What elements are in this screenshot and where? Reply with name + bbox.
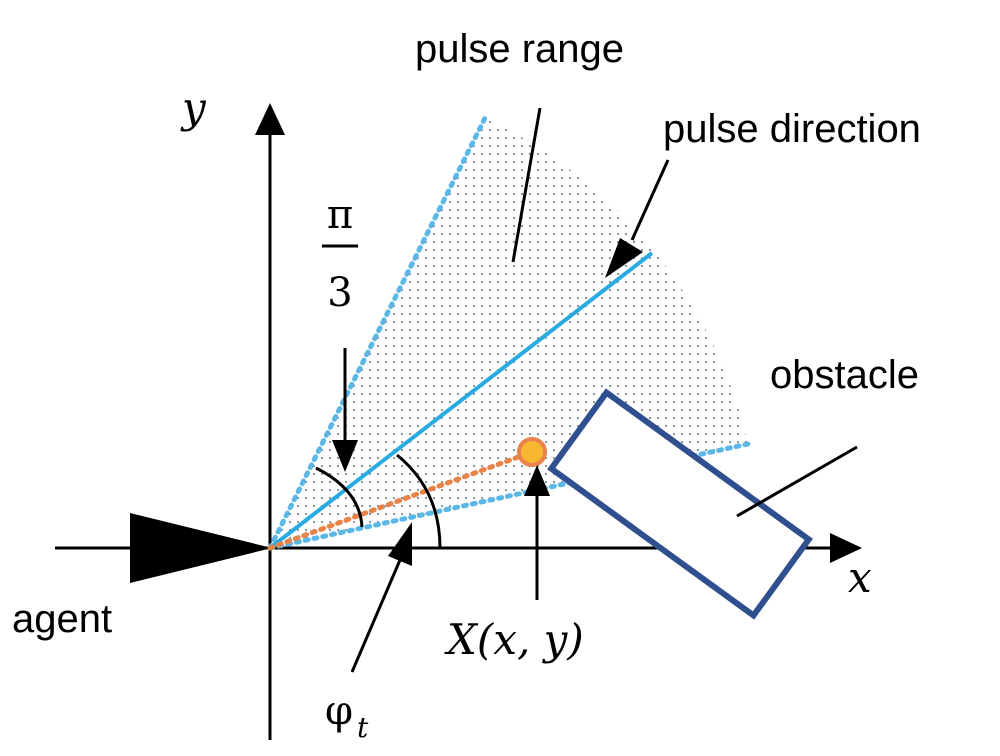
label-phi-subscript: t <box>357 711 369 744</box>
label-agent: agent <box>12 597 112 641</box>
obstacle-rectangle <box>547 388 813 620</box>
pointer-obstacle <box>736 445 858 518</box>
pointer-pulse-direction <box>630 159 670 241</box>
label-phi: φ <box>325 688 353 734</box>
pointer-phi <box>350 559 402 673</box>
label-pulse-range: pulse range <box>415 27 624 71</box>
pointer-phi-arrowhead <box>388 522 412 566</box>
pulse-direction-line <box>268 251 654 550</box>
intersection-point <box>517 437 547 467</box>
angle-arc-pi-over-3 <box>315 466 364 528</box>
range-boundary-upper <box>267 115 488 551</box>
angle-arc-phi <box>396 453 442 549</box>
y-axis-arrowhead <box>255 103 285 135</box>
pointer-pulse-range <box>511 107 542 263</box>
label-axis-y: y <box>180 83 207 132</box>
pointer-pi-over-3-arrowhead <box>332 440 358 472</box>
label-angle-numerator: π <box>327 192 353 238</box>
x-axis-arrowhead <box>830 533 862 563</box>
label-pulse-direction: pulse direction <box>663 107 921 151</box>
pointer-pulse-direction-arrowhead <box>605 238 643 278</box>
label-axis-x: x <box>848 553 872 602</box>
agent-triangle <box>130 513 272 583</box>
label-angle-denominator: 3 <box>327 270 352 316</box>
label-obstacle: obstacle <box>770 353 919 397</box>
label-point: X(x, y) <box>444 615 584 664</box>
obstacle-ray <box>267 449 535 551</box>
pointer-point-arrowhead <box>524 465 550 496</box>
